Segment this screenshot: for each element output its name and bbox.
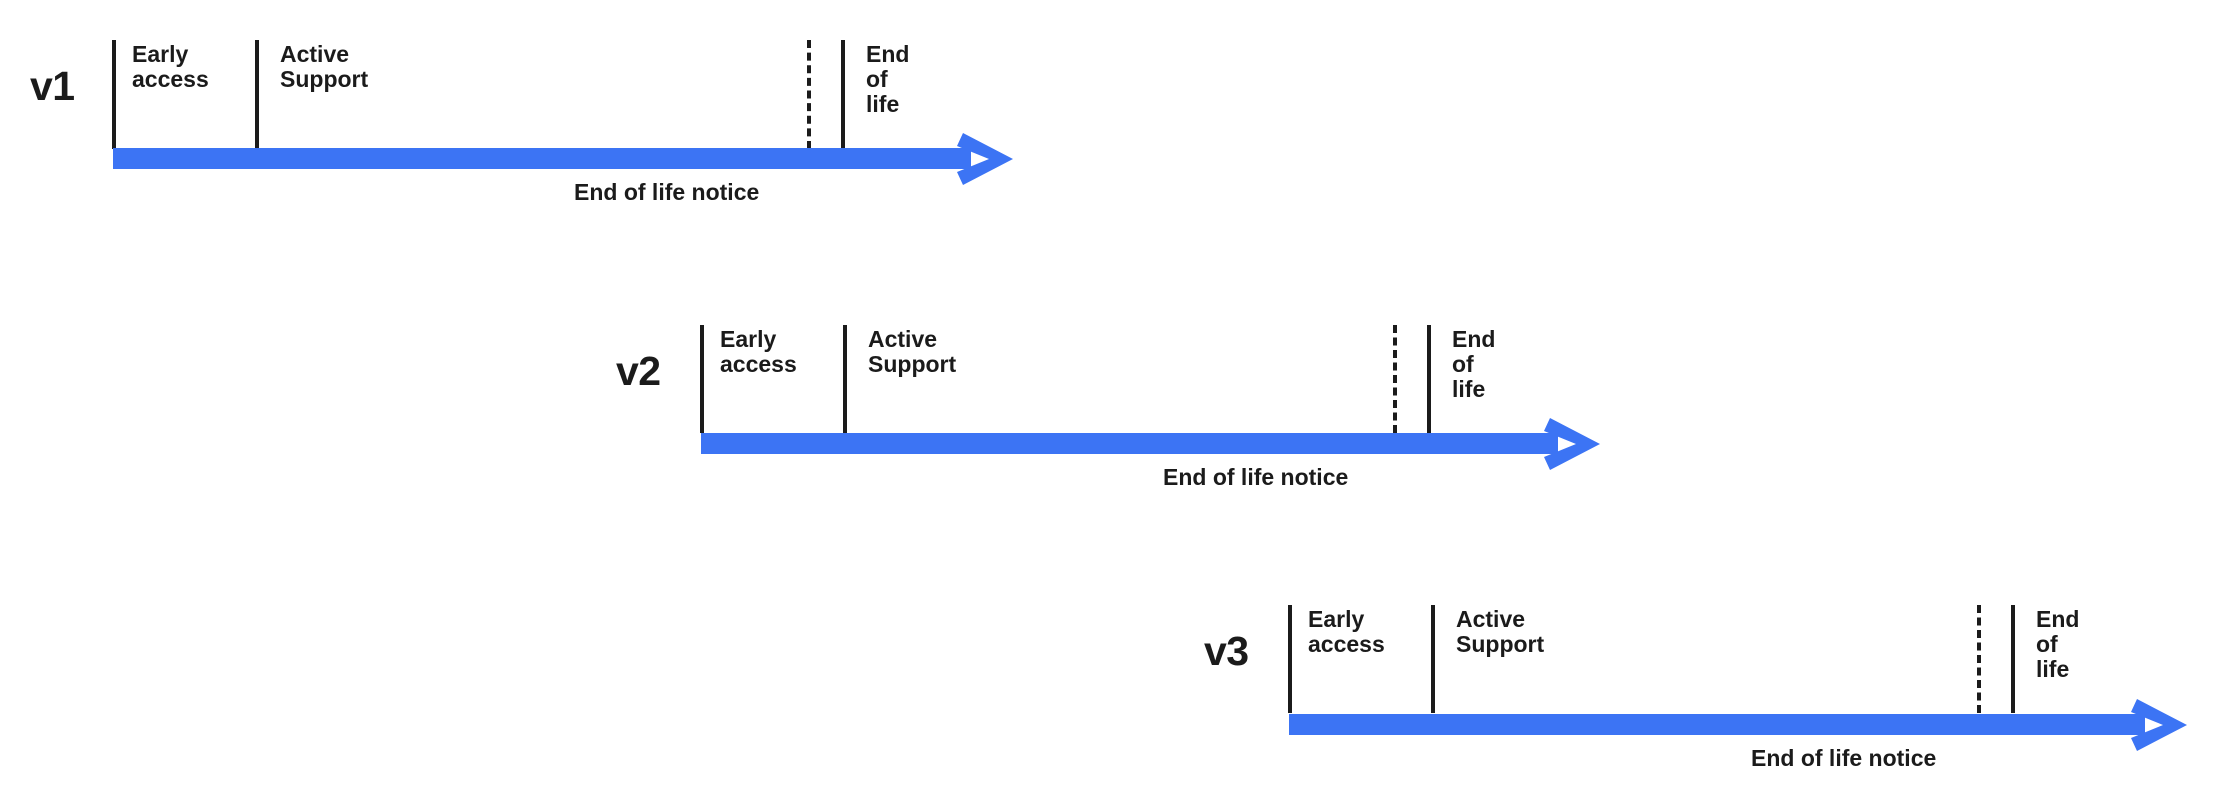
phase-label-early-access-v3: Early access [1308, 606, 1385, 657]
lifecycle-arrow-head-v2 [1542, 416, 1602, 472]
boundary-tick-eol-notice-v1 [807, 40, 811, 149]
phase-label-early-access-v2: Early access [720, 326, 797, 377]
boundary-tick-eol-notice-v2 [1393, 325, 1397, 433]
boundary-tick-eol-notice-v3 [1977, 605, 1981, 713]
phase-label-end-of-life-v2: End of life [1452, 326, 1496, 402]
phase-label-end-of-life-v3: End of life [2036, 606, 2080, 682]
eol-notice-label-v1: End of life notice [574, 179, 760, 205]
boundary-tick-end-of-life-v1 [841, 40, 845, 149]
boundary-tick-end-of-life-v2 [1427, 325, 1431, 433]
version-label-v1: v1 [30, 63, 75, 109]
eol-notice-label-v2: End of life notice [1163, 464, 1349, 490]
boundary-tick-start-v1 [112, 40, 116, 149]
phase-label-end-of-life-v1: End of life [866, 41, 910, 117]
lifecycle-arrow-head-v3 [2129, 697, 2189, 753]
lifecycle-arrow-bar-v2 [701, 433, 1558, 454]
phase-label-active-support-v3: Active Support [1456, 606, 1545, 657]
boundary-tick-active-support-v1 [255, 40, 259, 149]
lifecycle-arrow-bar-v1 [113, 148, 971, 169]
phase-label-early-access-v1: Early access [132, 41, 209, 92]
boundary-tick-start-v2 [700, 325, 704, 433]
version-label-v3: v3 [1204, 628, 1249, 674]
boundary-tick-active-support-v2 [843, 325, 847, 433]
boundary-tick-start-v3 [1288, 605, 1292, 713]
boundary-tick-end-of-life-v3 [2011, 605, 2015, 713]
phase-label-active-support-v2: Active Support [868, 326, 957, 377]
eol-notice-label-v3: End of life notice [1751, 745, 1937, 771]
phase-label-active-support-v1: Active Support [280, 41, 369, 92]
version-label-v2: v2 [616, 348, 661, 394]
lifecycle-arrow-bar-v3 [1289, 714, 2145, 735]
lifecycle-arrow-head-v1 [955, 131, 1015, 187]
boundary-tick-active-support-v3 [1431, 605, 1435, 713]
